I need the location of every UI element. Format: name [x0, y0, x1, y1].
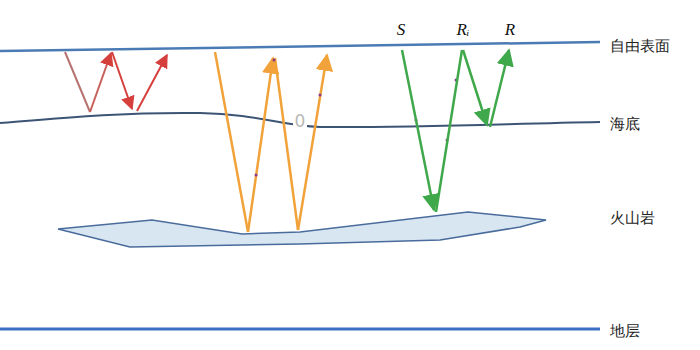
- source-symbol: S: [397, 21, 406, 40]
- layer-label: 火山岩: [610, 210, 655, 227]
- layer-label: 地层: [610, 323, 640, 340]
- point-marker: 0: [293, 112, 308, 131]
- free-surface-line: [0, 42, 600, 51]
- seabed-multiple-rays: [65, 52, 167, 112]
- layer-label: 自由表面: [610, 38, 670, 55]
- ray-dots: [255, 59, 458, 177]
- peg-leg-rays: [402, 50, 509, 212]
- volcanic-multiple-rays: [215, 52, 327, 232]
- receiver-symbol: Rᵢ: [456, 21, 469, 40]
- volcanic-rock-body: [58, 212, 546, 247]
- layer-label: 海底: [610, 116, 640, 133]
- receiver-symbol: R: [505, 21, 515, 40]
- stratum-line: [0, 328, 600, 331]
